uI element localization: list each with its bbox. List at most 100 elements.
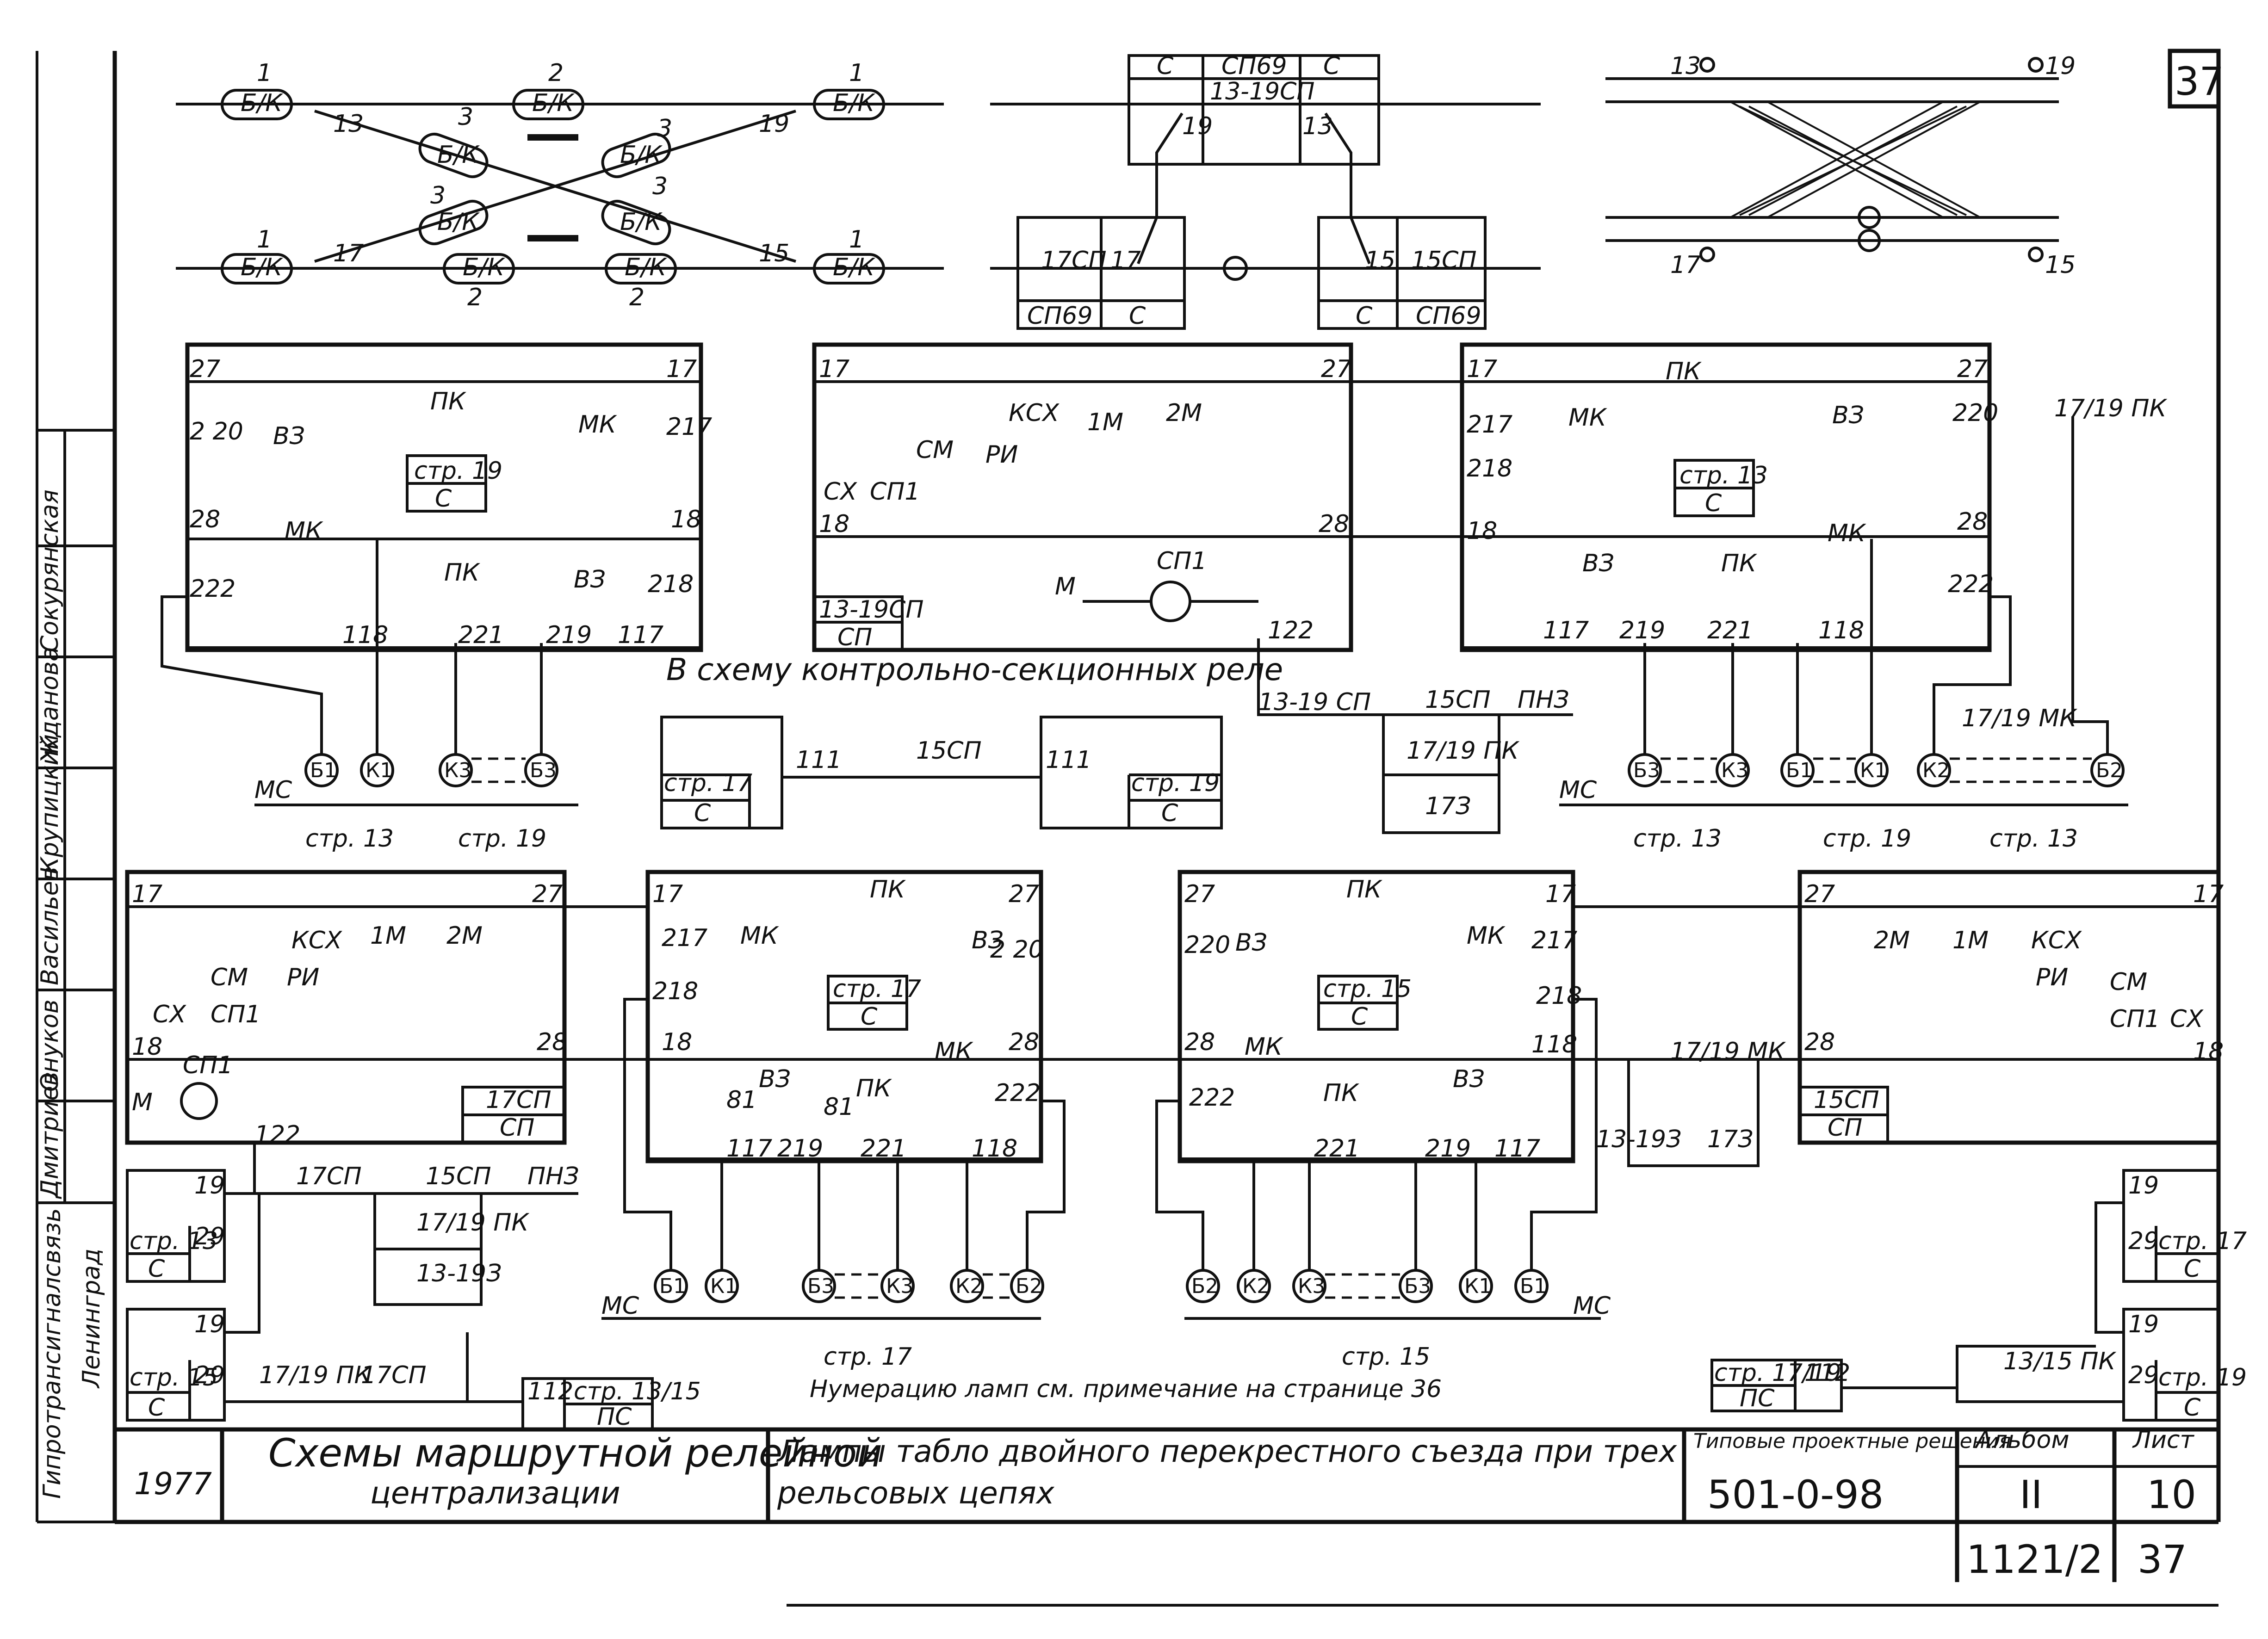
svg-text:18: 18 bbox=[2193, 1038, 2224, 1065]
title-year: 1977 bbox=[134, 1466, 212, 1502]
side-name-5: Жданова bbox=[36, 647, 64, 765]
title-scheme-line1: Схемы маршрутной релейной bbox=[268, 1430, 882, 1476]
svg-text:27: 27 bbox=[190, 355, 220, 383]
svg-text:221: 221 bbox=[458, 621, 504, 649]
svg-text:19: 19 bbox=[194, 1172, 225, 1200]
lamp-label: Б/К bbox=[463, 254, 505, 281]
svg-text:13: 13 bbox=[1670, 52, 1701, 80]
contact-15sp: 15СП bbox=[1425, 686, 1491, 714]
contact-2m: 2М bbox=[446, 922, 483, 950]
lamp-b1: Б1 bbox=[659, 1274, 686, 1298]
lamp-b1: Б1 bbox=[1520, 1274, 1547, 1298]
side-name-1: Дмитриев bbox=[36, 1072, 64, 1199]
ref-str19: стр. 19 bbox=[414, 457, 502, 485]
svg-text:221: 221 bbox=[1707, 617, 1753, 644]
svg-text:111: 111 bbox=[796, 746, 842, 774]
svg-text:118: 118 bbox=[342, 621, 388, 649]
svg-text:17: 17 bbox=[666, 355, 697, 383]
ref-str19: стр. 19 bbox=[2158, 1364, 2247, 1392]
contact-ri: РИ bbox=[985, 441, 1018, 469]
svg-text:27: 27 bbox=[1184, 880, 1215, 908]
contact-mk: МК bbox=[935, 1038, 973, 1065]
contact-1m: 1М bbox=[1952, 927, 1989, 954]
ref-sp13-19: 13-19СП bbox=[819, 596, 924, 624]
note-lamp-numbering: Нумерацию ламп см. примечание на страниц… bbox=[810, 1375, 1442, 1403]
contact-pk: ПК bbox=[856, 1075, 892, 1102]
ref-sp: СП bbox=[500, 1114, 534, 1142]
contact-15sp: 15СП bbox=[916, 737, 982, 765]
lamp-k2: К2 bbox=[1242, 1274, 1270, 1298]
ref-str17: стр. 17 bbox=[833, 975, 921, 1003]
contact-pk: ПК bbox=[1323, 1079, 1359, 1107]
svg-text:17: 17 bbox=[1467, 355, 1497, 383]
contact-17z: 17З bbox=[1707, 1126, 1754, 1153]
stamp-number: 1121/2 bbox=[1966, 1537, 2103, 1582]
contact-vz: ВЗ bbox=[1832, 402, 1864, 429]
svg-text:19: 19 bbox=[194, 1311, 225, 1338]
contact-pk17-19: 17/19 ПК bbox=[259, 1361, 372, 1389]
svg-text:17: 17 bbox=[1670, 251, 1701, 279]
ref-str17: стр. 17 bbox=[664, 769, 752, 797]
title-typical-label: Типовые проектные решения bbox=[1693, 1429, 2011, 1453]
svg-text:219: 219 bbox=[777, 1135, 823, 1163]
svg-text:19: 19 bbox=[1182, 112, 1213, 140]
ref-sp: СП bbox=[1828, 1114, 1862, 1142]
title-album-value: II bbox=[2020, 1472, 2043, 1517]
label-c: С bbox=[1323, 52, 1340, 80]
svg-text:17: 17 bbox=[132, 880, 162, 908]
contact-mk: МК bbox=[1245, 1033, 1283, 1061]
contact-17sp: 17СП bbox=[296, 1163, 362, 1190]
lamp-label: Б/К bbox=[532, 89, 575, 117]
svg-text:218: 218 bbox=[648, 570, 694, 598]
svg-text:122: 122 bbox=[1268, 617, 1314, 644]
svg-text:218: 218 bbox=[1467, 455, 1512, 482]
contact-sm: СМ bbox=[211, 964, 248, 991]
relay-sp1: СП1 bbox=[1157, 547, 1207, 575]
lamp-b1: Б1 bbox=[310, 759, 337, 782]
lamp-label: Б/К bbox=[620, 208, 663, 236]
svg-text:19: 19 bbox=[2045, 52, 2076, 80]
label-c: С bbox=[1356, 302, 1373, 330]
side-name-4: Крупицкий bbox=[36, 734, 64, 874]
lamp-group-left-top: Б1 К1 К3 Б3 МС стр. 13 стр. 19 bbox=[161, 539, 578, 853]
label-sp13-19: 13-19СП bbox=[1210, 78, 1315, 105]
svg-text:28: 28 bbox=[537, 1028, 567, 1056]
contact-mk: МК bbox=[1467, 922, 1506, 950]
label-c: С bbox=[1129, 302, 1146, 330]
contact-mk17-19: 17/19 МК bbox=[1670, 1038, 1786, 1065]
svg-text:27: 27 bbox=[1957, 355, 1988, 383]
svg-text:28: 28 bbox=[1009, 1028, 1039, 1056]
lamp-b2: Б2 bbox=[2096, 759, 2123, 782]
contact-mk: МК bbox=[285, 517, 323, 545]
title-typical-code: 501-0-98 bbox=[1707, 1472, 1884, 1517]
contact-pk: ПК bbox=[430, 388, 466, 415]
contact-pk: ПК bbox=[870, 876, 906, 903]
svg-text:18: 18 bbox=[1467, 517, 1497, 545]
contact-vz: ВЗ bbox=[574, 566, 606, 594]
ref-str13: стр. 13 bbox=[305, 825, 394, 853]
svg-text:217: 217 bbox=[666, 413, 712, 441]
contact-ksx: КСХ bbox=[291, 927, 342, 954]
ref-str13: стр. 13 bbox=[1633, 825, 1722, 853]
svg-text:1: 1 bbox=[849, 226, 864, 254]
ref-15sp: 15СП bbox=[1814, 1086, 1879, 1114]
svg-text:122: 122 bbox=[254, 1121, 300, 1149]
ref-c: С bbox=[861, 1003, 878, 1031]
svg-text:1: 1 bbox=[257, 59, 272, 87]
contact-ksx: КСХ bbox=[2031, 927, 2082, 954]
lamp-k2: К2 bbox=[955, 1274, 983, 1298]
label-pnz: ПНЗ bbox=[1518, 686, 1569, 714]
corner-number-box: 37 bbox=[2168, 49, 2224, 109]
svg-text:29: 29 bbox=[194, 1223, 225, 1250]
ref-str13: стр. 13 bbox=[1679, 462, 1768, 489]
title-description-line2: рельсовых цепях bbox=[777, 1475, 1055, 1511]
ref-str13: стр. 13 bbox=[1989, 825, 2078, 853]
contact-mk: МК bbox=[740, 922, 779, 950]
svg-text:28: 28 bbox=[1319, 510, 1349, 538]
svg-text:219: 219 bbox=[1425, 1135, 1471, 1163]
contact-sm: СМ bbox=[916, 436, 954, 464]
stamp-sheet: 37 bbox=[2138, 1537, 2187, 1582]
